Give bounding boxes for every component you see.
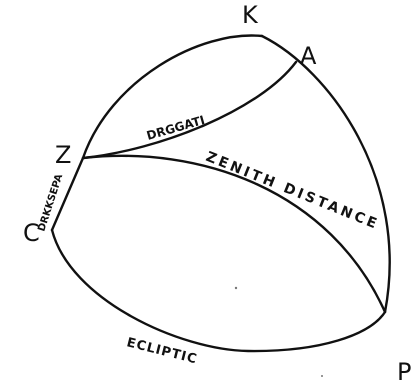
arc-label-drggati: DRGGATI bbox=[145, 113, 206, 143]
point-label-p: P bbox=[397, 358, 411, 386]
arc-k-to-p bbox=[260, 34, 391, 314]
arc-k-to-z bbox=[81, 34, 264, 160]
scan-speck bbox=[234, 286, 238, 290]
point-label-a: A bbox=[300, 42, 317, 70]
arc-z-to-c-drkksepa bbox=[50, 156, 85, 232]
arc-c-to-p-ecliptic bbox=[50, 228, 387, 353]
arc-z-to-a-drggati bbox=[81, 60, 298, 160]
point-label-c: C bbox=[23, 219, 40, 247]
arc-z-to-p-zenith-distance bbox=[81, 154, 387, 314]
arc-label-drkksepa: DRKKSEPA bbox=[36, 173, 65, 233]
scan-speck bbox=[321, 375, 323, 377]
point-label-z: Z bbox=[55, 141, 71, 169]
point-label-k: K bbox=[242, 1, 259, 29]
arc-label-zenith-distance: ZENITH DISTANCE bbox=[204, 149, 382, 233]
